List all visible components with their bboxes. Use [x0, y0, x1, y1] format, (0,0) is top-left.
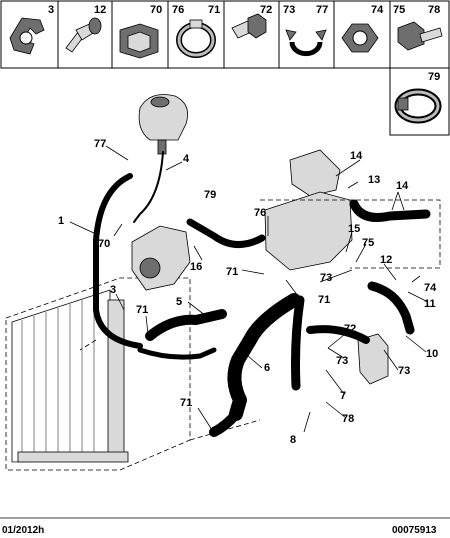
- hoses: [93, 151, 431, 437]
- hose-clip-bracket-icon: [9, 17, 45, 55]
- callout-13: 13: [368, 174, 380, 186]
- hex-nut-icon: [341, 23, 379, 53]
- callouts: 77 4 1 70 3 5 71 71 71 71 6 7 8 78 10 11…: [58, 138, 438, 446]
- callout-71-right: 71: [318, 294, 330, 306]
- callout-10: 10: [426, 348, 438, 360]
- callout-5: 5: [176, 296, 182, 308]
- part-number-3: 3: [48, 4, 54, 16]
- callout-11: 11: [424, 298, 436, 310]
- hose-clamp-icon: [176, 19, 216, 58]
- callout-4: 4: [183, 153, 190, 165]
- callout-15: 15: [348, 223, 360, 235]
- callout-71-bottom: 71: [180, 397, 192, 409]
- part-number-77: 77: [316, 4, 328, 16]
- part-number-71: 71: [208, 4, 220, 16]
- callout-8: 8: [290, 434, 296, 446]
- hex-bolt-icon: [231, 13, 267, 39]
- hose-clip-icon: [285, 29, 327, 57]
- reference-dashes: [79, 199, 441, 441]
- callout-73-cooler: 73: [398, 365, 410, 377]
- part-number-78: 78: [428, 4, 440, 16]
- callout-16: 16: [190, 261, 202, 273]
- callout-3: 3: [110, 284, 116, 296]
- push-rivet-icon: [65, 17, 102, 53]
- part-number-76: 76: [172, 4, 184, 16]
- header-parts-strip: 3 12 70 76 71 72: [0, 0, 450, 69]
- callout-73-lower: 73: [336, 355, 348, 367]
- callout-78: 78: [342, 413, 354, 425]
- part-number-70: 70: [150, 4, 162, 16]
- footer-reference: 00075913: [392, 525, 437, 536]
- expansion-tank: [138, 94, 188, 155]
- callout-71-mid: 71: [226, 266, 238, 278]
- part-number-72: 72: [260, 4, 272, 16]
- mounting-clip-icon: [119, 23, 159, 59]
- callout-72: 72: [344, 323, 356, 335]
- callout-74: 74: [424, 282, 437, 294]
- callout-70: 70: [98, 238, 110, 250]
- callout-7: 7: [340, 390, 346, 402]
- part-79-box: 79: [389, 67, 450, 136]
- callout-76: 76: [254, 207, 266, 219]
- band-clamp-icon: [394, 88, 442, 124]
- part-number-75: 75: [393, 4, 405, 16]
- part-number-73: 73: [283, 4, 295, 16]
- flange-bolt-icon: [397, 21, 443, 51]
- callout-73-upper: 73: [320, 272, 332, 284]
- callout-77: 77: [94, 138, 106, 150]
- callout-14-top: 14: [350, 150, 363, 162]
- part-number-79-box: 79: [428, 71, 440, 83]
- engine-housing: [131, 149, 389, 385]
- part-number-74: 74: [371, 4, 384, 16]
- part-number-12: 12: [94, 4, 106, 16]
- callout-6: 6: [264, 362, 270, 374]
- callout-75: 75: [362, 237, 374, 249]
- footer: 01/2012h 00075913: [0, 517, 450, 536]
- callout-79: 79: [204, 189, 216, 201]
- callout-71-left: 71: [136, 304, 148, 316]
- leader-lines: [69, 145, 429, 433]
- callout-14-right: 14: [396, 180, 409, 192]
- footer-date: 01/2012h: [2, 525, 44, 536]
- callout-1: 1: [58, 215, 64, 227]
- callout-12: 12: [380, 254, 392, 266]
